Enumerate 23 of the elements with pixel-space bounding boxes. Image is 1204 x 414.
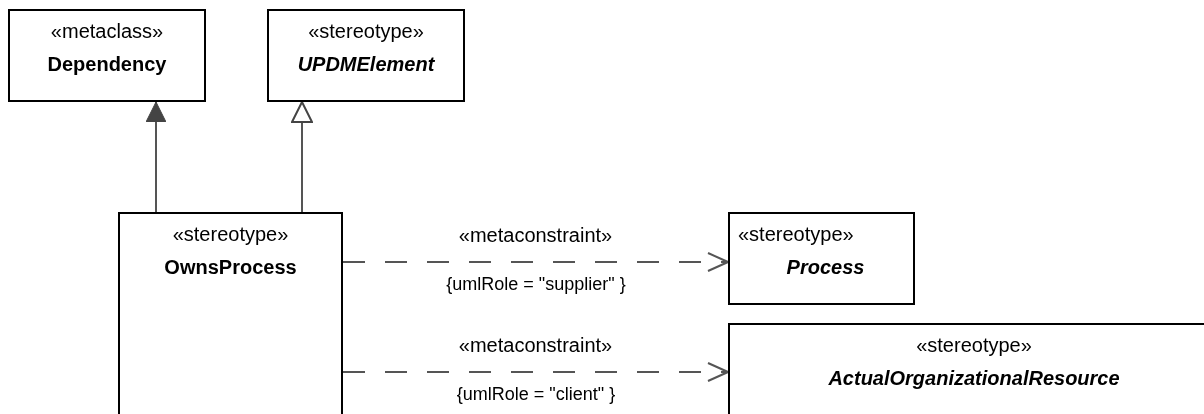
stereotype-text: «stereotype» [308,19,424,44]
arrow [291,101,313,213]
constraint-text: {umlRole = "supplier" } [446,275,626,293]
stereotype-text: «stereotype» [172,222,289,247]
class-name: Dependency [47,52,167,77]
class-name: ActualOrganizationalResource [828,366,1120,391]
class-box [118,212,343,414]
constraint-text: {umlRole = "client" } [456,385,616,403]
edge-label: «metaconstraint» [458,335,613,355]
class-name: UPDMElement [297,52,435,77]
class-box [728,212,915,305]
stereotype-text: «stereotype» [738,222,854,247]
edge-label: «metaconstraint» [458,225,613,245]
class-box [728,323,1204,414]
class-name: Process [786,255,865,280]
class-box [267,9,465,102]
stereotype-text: «stereotype» [916,333,1032,358]
stereotype-text: «metaclass» [50,19,164,44]
dashed-arrow [342,252,729,272]
dashed-arrow [342,362,729,382]
class-box [8,9,206,102]
class-name: OwnsProcess [164,255,297,280]
arrow [145,101,167,213]
